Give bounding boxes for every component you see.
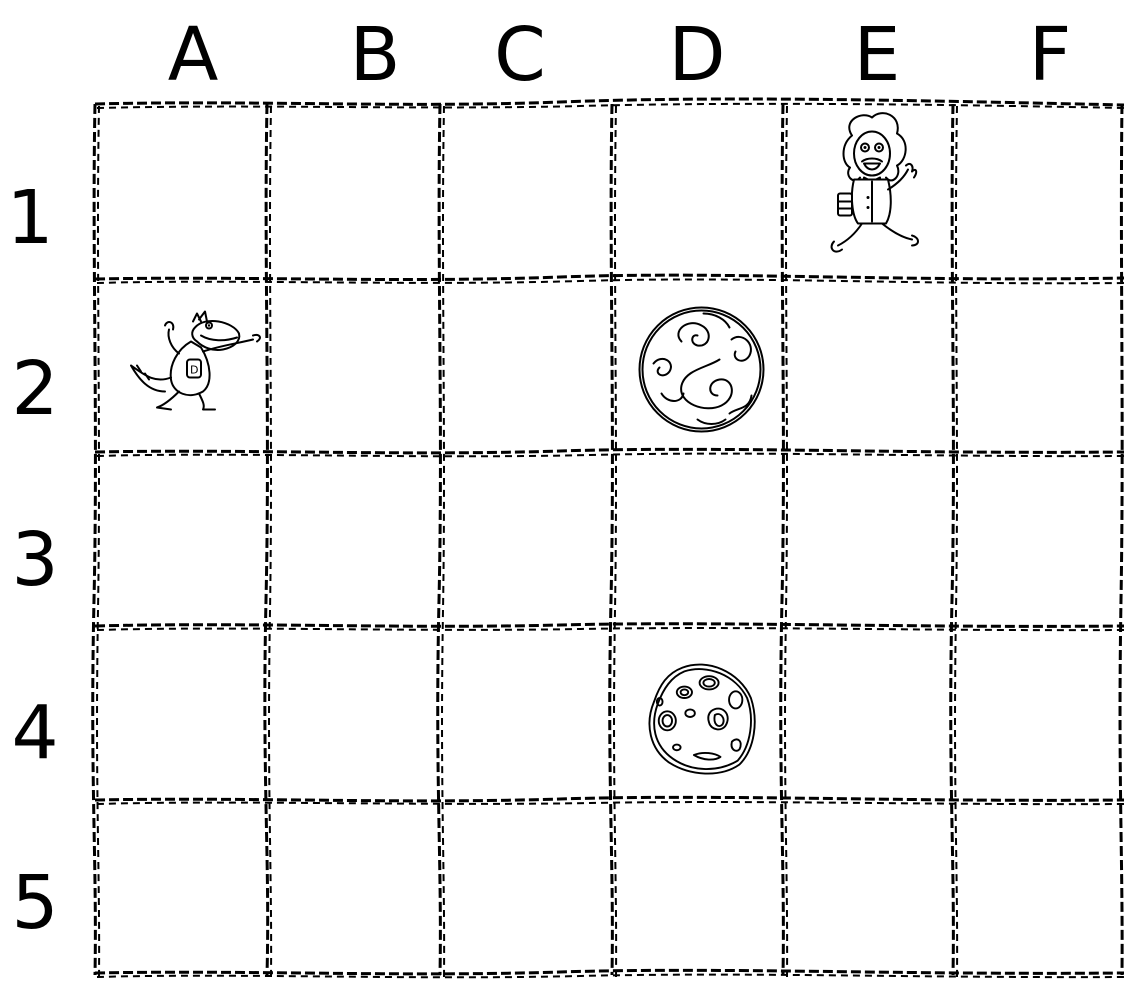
column-labels: A B C D E F [168,12,1072,98]
cell-d1[interactable] [612,104,783,279]
cell-c2[interactable] [440,279,612,452]
cell-f4[interactable] [953,626,1122,800]
cell-e4[interactable] [783,626,953,800]
grid-line-h5-b [97,975,1124,978]
row-label-2: 2 [11,346,58,432]
grid-cells [95,104,1122,973]
cell-e5[interactable] [783,800,953,973]
column-label-f: F [1029,12,1072,98]
cell-b5[interactable] [267,800,440,973]
cell-a1[interactable] [95,104,267,279]
cell-f3[interactable] [953,452,1122,626]
cell-d5[interactable] [612,800,783,973]
cell-b3[interactable] [267,452,440,626]
cell-f5[interactable] [953,800,1122,973]
column-label-e: E [854,12,901,98]
cell-b2[interactable] [267,279,440,452]
row-label-4: 4 [11,690,58,776]
cell-e3[interactable] [783,452,953,626]
cell-d2[interactable] [612,279,783,452]
cell-f2[interactable] [953,279,1122,452]
cell-b1[interactable] [267,104,440,279]
cell-c5[interactable] [440,800,612,973]
cell-b4[interactable] [267,626,440,800]
row-label-1: 1 [6,175,53,261]
svg-text:D: D [190,364,198,377]
column-label-d: D [669,12,726,98]
column-label-c: C [494,12,546,98]
cell-a5[interactable] [95,800,267,973]
cell-d3[interactable] [612,452,783,626]
row-label-3: 3 [11,517,58,603]
cell-c3[interactable] [440,452,612,626]
cell-d4[interactable] [612,626,783,800]
cell-f1[interactable] [953,104,1122,279]
cell-c1[interactable] [440,104,612,279]
cell-a3[interactable] [95,452,267,626]
cell-a4[interactable] [95,626,267,800]
row-label-5: 5 [11,860,58,946]
column-label-b: B [350,12,401,98]
cell-c4[interactable] [440,626,612,800]
column-label-a: A [168,12,219,98]
row-labels: 1 2 3 4 5 [6,175,58,946]
cell-e2[interactable] [783,279,953,452]
